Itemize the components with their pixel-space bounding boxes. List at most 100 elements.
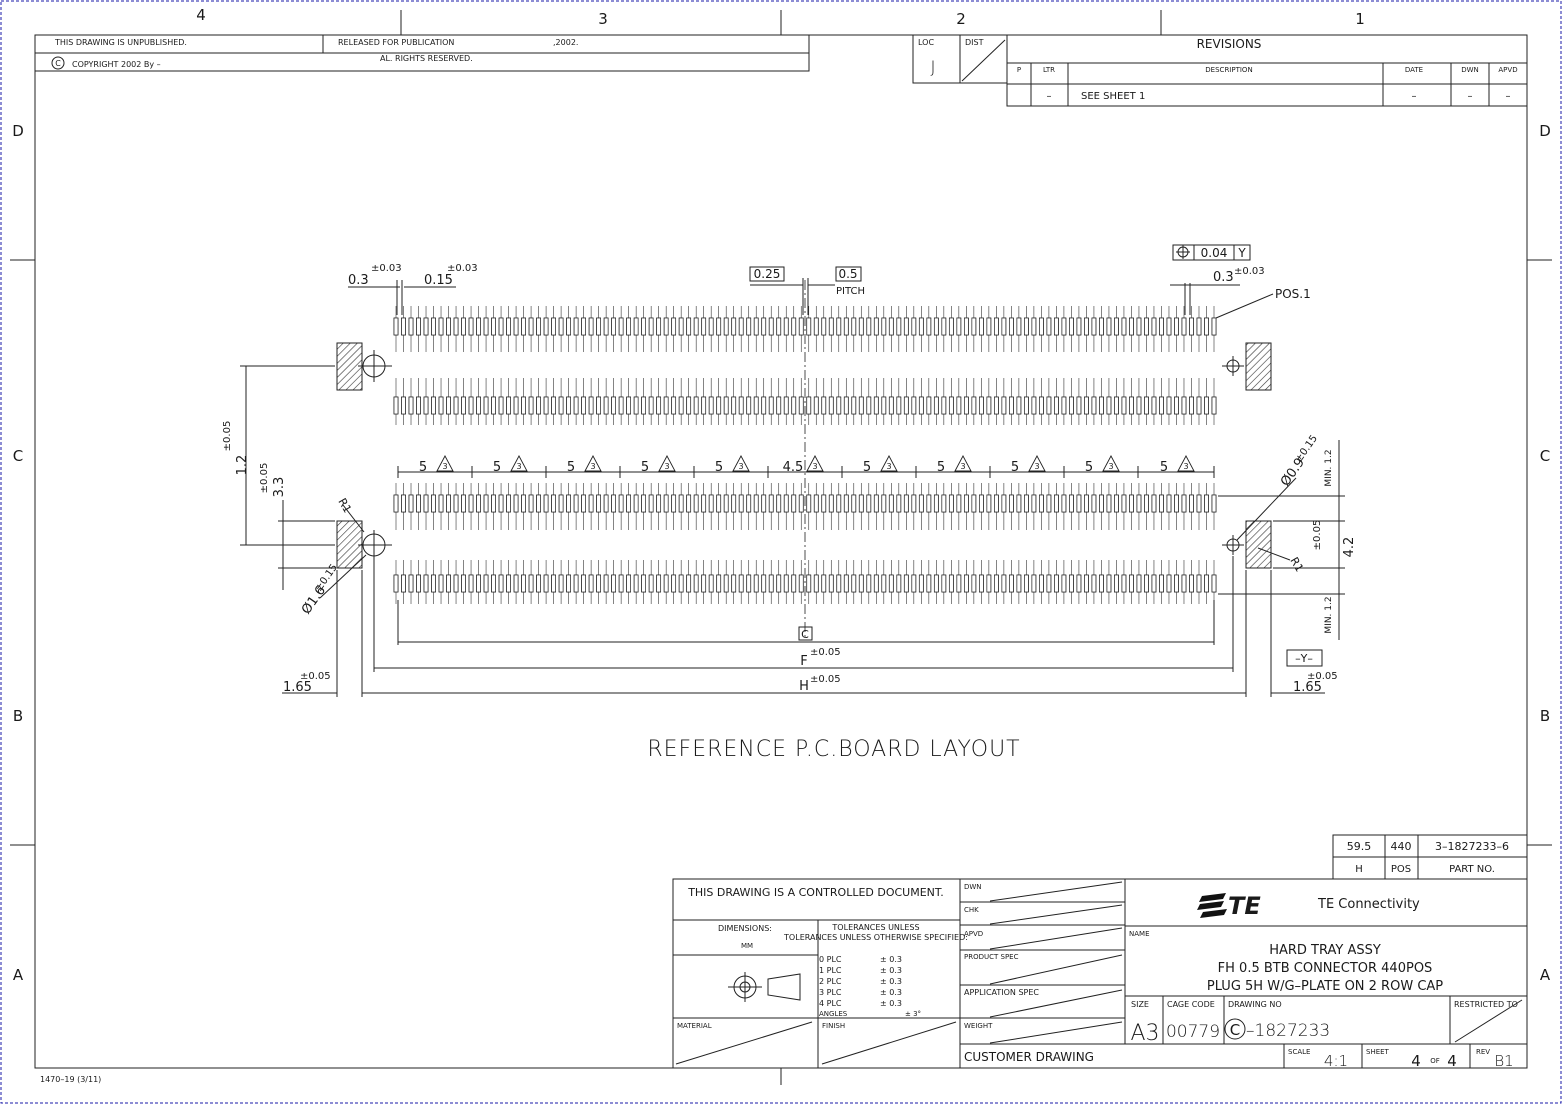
dist-label: DIST [965,38,984,47]
unpublished-text: THIS DRAWING IS UNPUBLISHED. [54,38,187,47]
projection-symbol-icon [728,972,801,1002]
spacing-value: 5 [419,460,427,475]
fcf-datum: Y [1237,246,1246,260]
pin-pad [1159,396,1164,415]
pin-pad [1016,317,1022,336]
pin-pad [986,396,992,415]
pin-pad [401,317,406,336]
pin-pad [1099,494,1104,513]
pin-pad [566,574,571,593]
material-label: MATERIAL [677,1022,712,1030]
dim-0.15: 0.15 [424,273,453,288]
pin-pad [648,574,654,593]
pin-pad [753,317,759,336]
pin-pad [633,396,639,415]
pin-pad [903,574,909,593]
pin-pad [1084,494,1089,513]
pin-pad [1069,396,1074,415]
radius-right: R1 [1287,555,1306,574]
pin-pad [746,494,752,513]
part-pos-header: POS [1391,864,1411,875]
pin-pad [1129,317,1134,336]
pin-pad [1196,494,1202,513]
pin-pad [776,396,782,415]
pin-pad [806,317,812,336]
pin-pad [671,494,677,513]
pin-pad [528,396,534,415]
flag-note-number: 3 [1183,462,1188,471]
pin-pad [956,574,962,593]
pin-pad [708,574,714,593]
pin-pad [536,396,541,415]
pin-pad [888,574,894,593]
pin-pad [798,494,804,513]
pin-pad [941,396,947,415]
pin-pad [986,494,992,513]
pin-pad [401,574,406,593]
pin-pad [731,574,737,593]
pin-pad [858,494,864,513]
flag-note-number: 3 [1108,462,1113,471]
pin-pad [626,574,631,593]
pin-pad [416,574,421,593]
pin-pad [941,317,947,336]
pin-pad [926,574,932,593]
pin-pad [506,574,511,593]
pin-pad [1121,494,1127,513]
pin-pad [731,494,737,513]
pin-pad [1211,494,1217,513]
pin-pad [588,574,594,593]
pin-pad [1046,574,1052,593]
tol-1.2: ±0.05 [222,421,233,452]
pin-pad [1001,494,1007,513]
pin-pad [603,494,609,513]
pin-pad [911,494,917,513]
pin-pad [693,574,699,593]
dim-0.3-left: 0.3 [348,273,369,288]
pin-pad [798,317,804,336]
pin-pad [1061,574,1067,593]
part-number-table: 59.5 440 3–1827233–6 H POS PART NO. [1332,834,1528,880]
pin-pad [926,494,932,513]
customer-drawing: CUSTOMER DRAWING [964,1050,1094,1064]
pin-pad [701,494,707,513]
pin-pad [393,494,399,513]
pin-pad [453,396,459,415]
pin-pad [1166,317,1172,336]
pin-pad [678,396,684,415]
controlled-document: THIS DRAWING IS A CONTROLLED DOCUMENT. [687,886,944,899]
pin-pad [1069,317,1074,336]
pin-pad [896,494,902,513]
pin-pad [528,574,534,593]
pin-pad [1024,494,1029,513]
min-1.2-bottom: MIN. 1.2 [1324,596,1334,633]
flag-note-number: 3 [590,462,595,471]
pin-pad [858,317,864,336]
pin-pad [633,574,639,593]
pin-pad [618,494,624,513]
rev-header-dwn: DWN [1461,66,1479,74]
pin-pad [896,396,902,415]
pin-pad [603,574,609,593]
pin-pad [768,494,774,513]
pin-pad [1031,396,1037,415]
pin-pad [918,494,924,513]
tol-4.2: ±0.05 [1312,520,1323,551]
spacing-value: 5 [863,460,871,475]
pin-pad [626,317,631,336]
part-number-value: 3–1827233–6 [1435,840,1509,853]
spacing-value: 4.5 [783,460,804,475]
pin-pad [1039,574,1044,593]
dim-c-label: C [801,628,809,641]
pin-pad [528,317,534,336]
pin-pad [753,574,759,593]
pin-pad [438,574,444,593]
pin-pad [423,494,429,513]
pin-pad [438,494,444,513]
pin-pad [408,317,414,336]
pin-pad [1129,574,1134,593]
pin-pad [1039,396,1044,415]
pin-pad [828,396,834,415]
pin-pad [558,317,564,336]
pin-pad [791,317,797,336]
